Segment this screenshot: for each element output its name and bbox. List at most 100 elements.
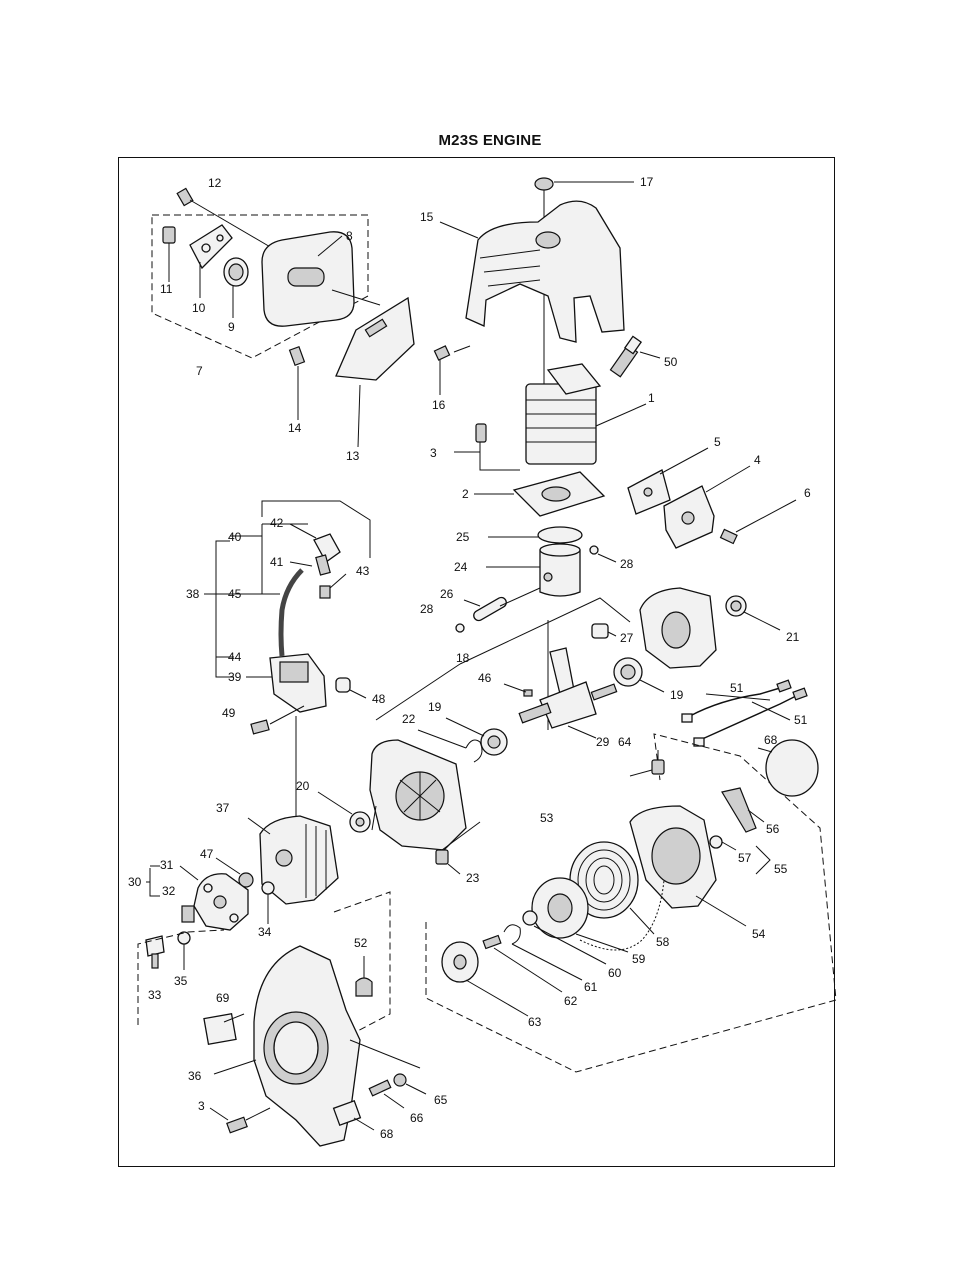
piston-clip-28-right xyxy=(589,545,617,563)
label-10: 10 xyxy=(192,301,206,315)
bracket-55 xyxy=(755,845,771,875)
muffler-bolt-12 xyxy=(176,187,273,249)
crankshaft-29 xyxy=(518,647,618,739)
label-11: 11 xyxy=(160,282,173,296)
label-59: 59 xyxy=(632,952,646,966)
flywheel-37 xyxy=(247,815,339,905)
label-8: 8 xyxy=(346,229,353,243)
ignition-brackets xyxy=(204,500,371,678)
label-26: 26 xyxy=(440,587,454,601)
bolt-14 xyxy=(288,346,306,420)
fan-cover-36 xyxy=(213,945,361,1147)
retaining-ring-22 xyxy=(417,729,483,763)
bolt-3-upper xyxy=(454,423,520,471)
label-42: 42 xyxy=(270,516,284,530)
label-57: 57 xyxy=(738,851,752,865)
crankcase-left xyxy=(369,739,467,851)
muffler-plate-10 xyxy=(189,224,233,298)
part-labels: 12 11 10 9 8 7 14 13 15 17 16 50 1 3 5 4… xyxy=(128,175,811,1141)
label-17: 17 xyxy=(640,175,654,189)
label-29: 29 xyxy=(596,735,610,749)
label-24: 24 xyxy=(454,560,468,574)
clutch-31 xyxy=(193,873,249,931)
label-25: 25 xyxy=(456,530,470,544)
spark-screen-9 xyxy=(223,257,249,318)
label-7: 7 xyxy=(196,364,203,378)
starter-rope xyxy=(579,879,665,951)
insulator-4 xyxy=(663,465,751,549)
label-13: 13 xyxy=(346,449,360,463)
label-68-lower xyxy=(332,1099,375,1131)
label-3-upper: 3 xyxy=(430,446,437,460)
label-35: 35 xyxy=(174,974,188,988)
crankcase-right-21 xyxy=(639,587,717,669)
label-9: 9 xyxy=(228,320,235,334)
label-52: 52 xyxy=(354,936,368,950)
piston-24 xyxy=(486,543,581,597)
label-30: 30 xyxy=(128,875,142,889)
gasket-2 xyxy=(474,471,606,517)
ignition-coil-39 xyxy=(246,653,327,713)
label-51-lower: 51 xyxy=(794,713,808,727)
label-21: 21 xyxy=(786,630,800,644)
label-62: 62 xyxy=(564,994,578,1008)
label-61: 61 xyxy=(584,980,598,994)
label-60: 60 xyxy=(608,966,622,980)
cylinder-cover-15 xyxy=(439,200,625,343)
label-68-upper xyxy=(757,739,819,797)
label-40: 40 xyxy=(228,530,242,544)
label-6: 6 xyxy=(804,486,811,500)
label-16: 16 xyxy=(432,398,446,412)
bolt-11 xyxy=(162,226,176,282)
label-39: 39 xyxy=(228,670,242,684)
label-65: 65 xyxy=(434,1093,448,1107)
label-5: 5 xyxy=(714,435,721,449)
spring-41 xyxy=(289,561,313,567)
label-63: 63 xyxy=(528,1015,542,1029)
label-58: 58 xyxy=(656,935,670,949)
label-12: 12 xyxy=(208,176,222,190)
label-49: 49 xyxy=(222,706,236,720)
piston-pin-26 xyxy=(463,587,541,622)
label-51-upper: 51 xyxy=(730,681,744,695)
label-48: 48 xyxy=(372,692,386,706)
label-68-upper: 68 xyxy=(764,733,778,747)
piston-ring-25 xyxy=(488,526,583,544)
heat-shield-13 xyxy=(331,289,415,448)
spark-plug-50 xyxy=(609,335,661,378)
label-3-lower: 3 xyxy=(198,1099,205,1113)
label-27: 27 xyxy=(620,631,634,645)
clutch-brackets xyxy=(146,865,199,897)
insulator-gasket-5 xyxy=(627,447,709,515)
spring-43 xyxy=(319,573,347,599)
label-2: 2 xyxy=(462,487,469,501)
label-47: 47 xyxy=(200,847,214,861)
label-23: 23 xyxy=(466,871,480,885)
label-32: 32 xyxy=(162,884,176,898)
piston-clip-28-left xyxy=(455,623,465,633)
label-64: 64 xyxy=(618,735,632,749)
label-54: 54 xyxy=(752,927,766,941)
bolt-62 xyxy=(482,934,563,993)
wire-harness-51 xyxy=(681,679,808,747)
ratchet-61 xyxy=(503,924,583,981)
cylinder-1 xyxy=(525,363,647,465)
bearing-21 xyxy=(725,595,781,631)
woodruff-key-46 xyxy=(503,683,533,697)
label-45: 45 xyxy=(228,587,242,601)
label-15: 15 xyxy=(420,210,434,224)
label-41: 41 xyxy=(270,555,284,569)
label-28-left: 28 xyxy=(420,602,434,616)
muffler-group xyxy=(151,187,369,359)
bearing-19-left xyxy=(445,717,508,756)
label-56: 56 xyxy=(766,822,780,836)
label-28-right: 28 xyxy=(620,557,634,571)
bolt-16 xyxy=(433,345,471,395)
muffler-8 xyxy=(261,231,355,327)
label-33: 33 xyxy=(148,988,162,1002)
label-22: 22 xyxy=(402,712,416,726)
screw-60 xyxy=(522,910,607,965)
clutch-spring-32 xyxy=(181,905,195,923)
spark-plug-cap-42 xyxy=(289,523,341,576)
